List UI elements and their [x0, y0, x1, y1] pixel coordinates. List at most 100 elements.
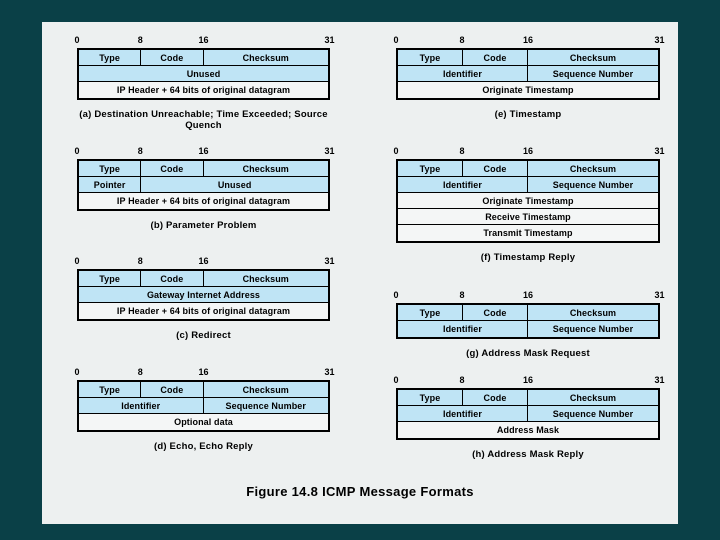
packet-row: Gateway Internet Address	[79, 287, 328, 303]
packet-field-type: Type	[398, 161, 463, 176]
packet-field-code: Code	[141, 271, 204, 286]
bit-tick-16: 16	[198, 367, 209, 377]
packet-field-unused: Unused	[79, 66, 328, 81]
bit-tick-8: 8	[137, 367, 143, 377]
bit-tick-31: 31	[324, 367, 335, 377]
packet-field-code: Code	[463, 390, 528, 405]
packet-field-code: Code	[463, 305, 528, 320]
bit-tick-8: 8	[137, 256, 143, 266]
bit-tick-0: 0	[393, 290, 399, 300]
packet-field-code: Code	[141, 382, 204, 397]
bit-tick-31: 31	[654, 375, 665, 385]
bit-tick-16: 16	[522, 375, 534, 385]
packet-row: Unused	[79, 66, 328, 82]
packet-field-checksum: Checksum	[528, 390, 658, 405]
packet-field-sequence-number: Sequence Number	[528, 321, 658, 337]
packet-field-type: Type	[398, 50, 463, 65]
packet-row: Originate Timestamp	[398, 193, 658, 209]
packet-field-transmit-timestamp: Transmit Timestamp	[398, 225, 658, 241]
diagram-label-e: (e) Timestamp	[494, 109, 562, 120]
packet-field-sequence-number: Sequence Number	[203, 398, 328, 413]
packet-row: Address Mask	[398, 422, 658, 438]
bit-tick-16: 16	[198, 256, 209, 266]
packet-field-optional-data: Optional data	[79, 414, 328, 430]
packet-field-checksum: Checksum	[528, 161, 658, 176]
bit-tick-16: 16	[198, 35, 209, 45]
packet-field-checksum: Checksum	[203, 271, 328, 286]
bit-tick-31: 31	[654, 35, 665, 45]
diagram-label-h: (h) Address Mask Reply	[472, 449, 584, 460]
packet-field-code: Code	[463, 161, 528, 176]
packet-field-type: Type	[79, 382, 142, 397]
packet-field-checksum: Checksum	[203, 161, 328, 176]
bit-tick-0: 0	[74, 256, 80, 266]
bit-tick-8: 8	[459, 146, 465, 156]
packet-field-address-mask: Address Mask	[398, 422, 658, 438]
diagram-label-f: (f) Timestamp Reply	[480, 252, 576, 263]
bit-tick-0: 0	[393, 375, 399, 385]
packet-field-unused: Unused	[141, 177, 328, 192]
packet-row: IP Header + 64 bits of original datagram	[79, 193, 328, 209]
packet-row: Originate Timestamp	[398, 82, 658, 98]
packet-field-gateway-internet-address: Gateway Internet Address	[79, 287, 328, 302]
bit-tick-31: 31	[324, 35, 335, 45]
bit-tick-8: 8	[137, 146, 143, 156]
diagram-label-d: (d) Echo, Echo Reply	[153, 441, 253, 452]
packet-field-checksum: Checksum	[528, 305, 658, 320]
diagram-label-c: (c) Redirect	[176, 330, 231, 341]
packet-field-identifier: Identifier	[79, 398, 204, 413]
packet-field-identifier: Identifier	[398, 66, 528, 81]
packet-row: IP Header + 64 bits of original datagram	[79, 303, 328, 319]
packet-field-ip-header-64-bits-of-original-datagram: IP Header + 64 bits of original datagram	[79, 82, 328, 98]
bit-tick-16: 16	[522, 146, 534, 156]
packet-row: IP Header + 64 bits of original datagram	[79, 82, 328, 98]
packet-field-originate-timestamp: Originate Timestamp	[398, 193, 658, 208]
diagram-label-g: (g) Address Mask Request	[466, 348, 590, 359]
packet-row: Transmit Timestamp	[398, 225, 658, 241]
packet-field-ip-header-64-bits-of-original-datagram: IP Header + 64 bits of original datagram	[79, 193, 328, 209]
bit-tick-31: 31	[324, 146, 335, 156]
bit-tick-0: 0	[393, 35, 399, 45]
packet-field-checksum: Checksum	[203, 382, 328, 397]
bit-ruler-h: 0 8 16 31	[393, 375, 664, 388]
bit-tick-8: 8	[459, 375, 465, 385]
packet-field-identifier: Identifier	[398, 406, 528, 421]
packet-field-pointer: Pointer	[79, 177, 142, 192]
bit-tick-31: 31	[654, 290, 665, 300]
packet-field-sequence-number: Sequence Number	[528, 177, 658, 192]
bit-tick-8: 8	[137, 35, 143, 45]
bit-tick-8: 8	[459, 35, 465, 45]
bit-tick-0: 0	[74, 35, 80, 45]
packet-field-code: Code	[141, 161, 204, 176]
packet-field-code: Code	[463, 50, 528, 65]
